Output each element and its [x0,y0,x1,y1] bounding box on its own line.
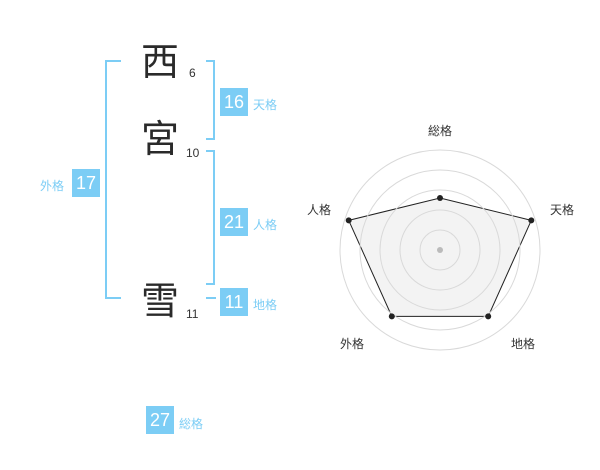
gaikaku-label: 外格 [40,179,65,193]
radar-polygon [347,197,533,317]
radar-label-tenkaku: 天格 [550,203,575,217]
radar-point-4 [345,217,352,224]
stroke-count-3: 11 [186,307,199,321]
jinkaku-bracket [206,150,215,285]
name-char-2: 宮 [141,117,180,161]
radar-ring-inner [419,229,461,271]
radar-ring-inner [379,189,501,311]
jinkaku-label: 人格 [253,218,278,232]
radar-ring-inner [359,169,521,331]
tenkaku-bracket [206,60,215,140]
radar-ring-inner [399,209,481,291]
name-char-1: 西 [141,40,180,84]
radar-label-gaikaku: 外格 [340,337,365,351]
tenkaku-value: 16 [220,88,248,116]
name-char-3: 雪 [141,279,180,323]
gaikaku-bracket [105,60,121,299]
chikaku-value: 11 [220,288,248,316]
radar-point-2 [485,313,492,320]
gaikaku-value: 17 [72,169,100,197]
radar-center [437,247,443,253]
jinkaku-value: 21 [220,208,248,236]
stroke-count-1: 6 [189,66,196,80]
soukaku-value: 27 [146,406,174,434]
radar-label-soukaku: 総格 [428,124,453,138]
radar-point-1 [528,217,535,224]
chikaku-label: 地格 [253,298,278,312]
radar-point-0 [437,195,443,201]
stroke-count-2: 10 [186,146,200,160]
tenkaku-label: 天格 [253,98,278,112]
soukaku-label: 総格 [179,417,204,431]
radar-point-3 [388,313,395,320]
radar-label-chikaku: 地格 [511,337,536,351]
radar-label-jinkaku: 人格 [307,203,332,217]
